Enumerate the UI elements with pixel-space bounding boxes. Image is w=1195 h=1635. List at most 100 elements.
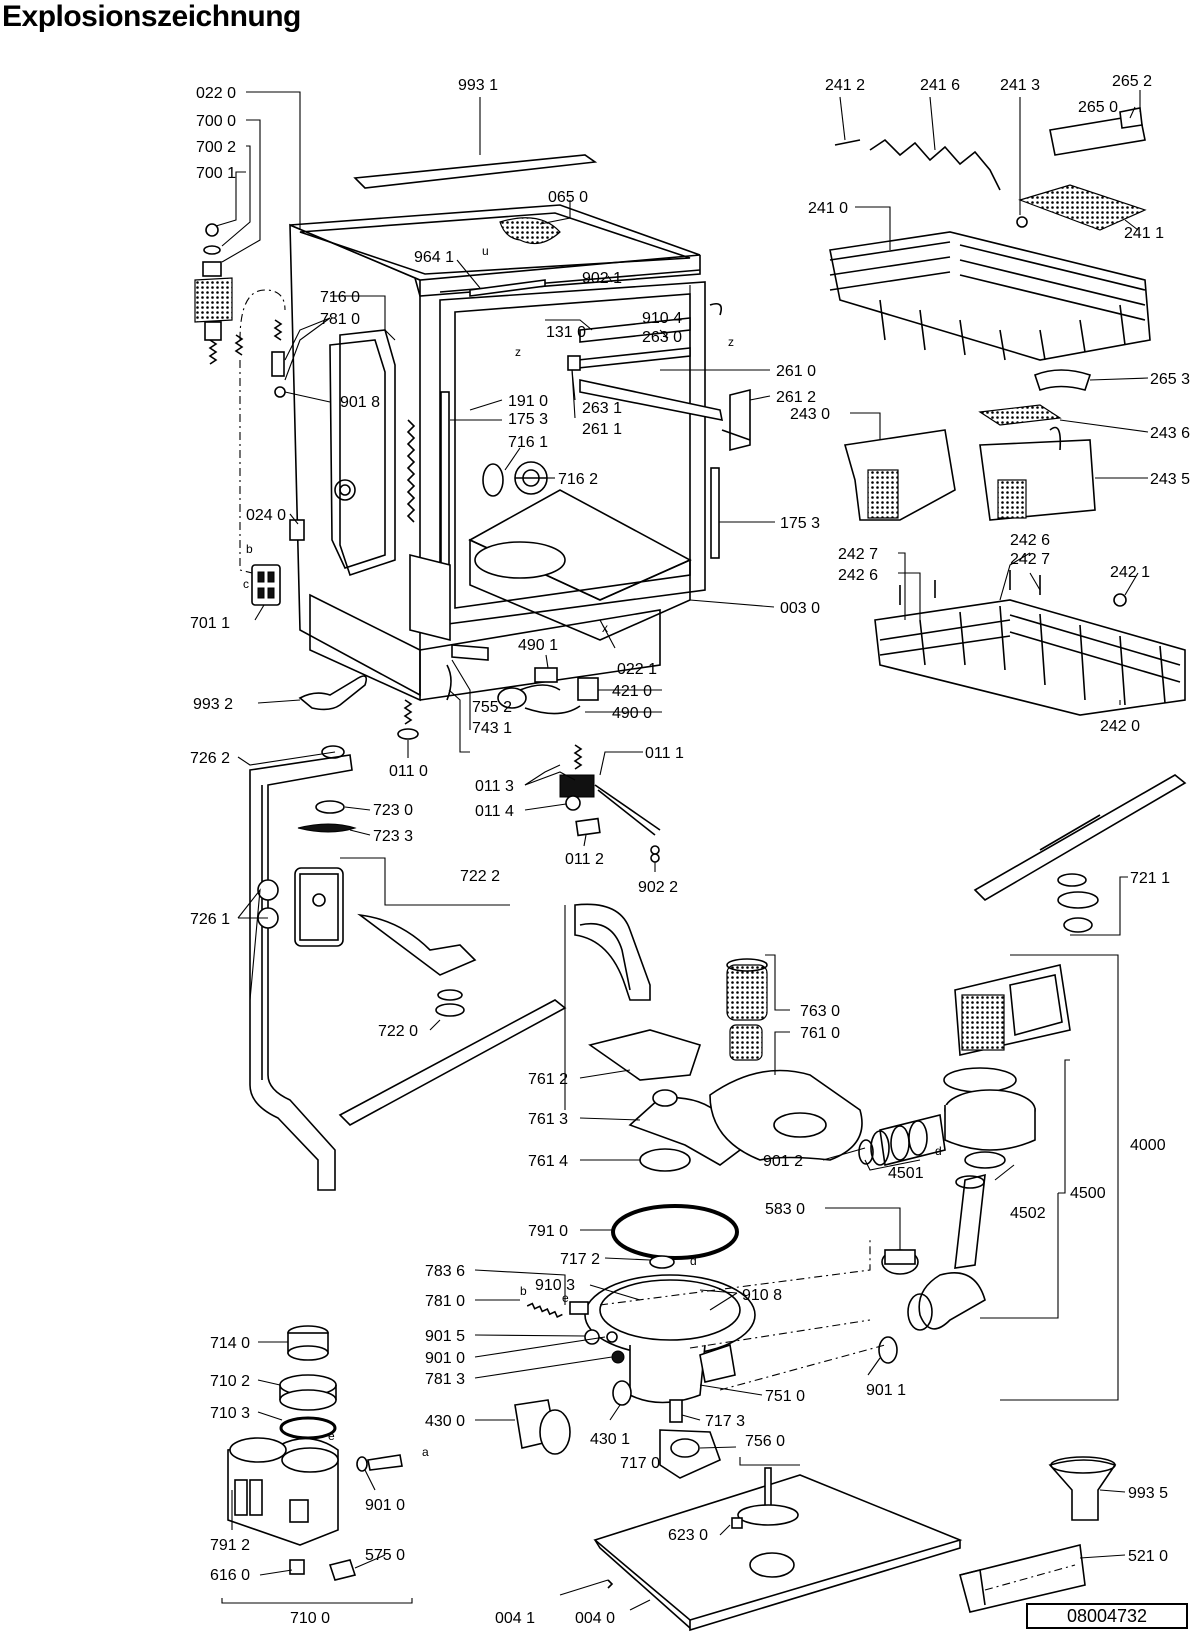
label-723-0: 723 0	[373, 802, 413, 819]
part-labels: 022 0 700 0 700 2 700 1 993 1 065 0 964 …	[190, 73, 1190, 1627]
label-575-0: 575 0	[365, 1547, 405, 1564]
label-4501: 4501	[888, 1165, 924, 1182]
label-761-0: 761 0	[800, 1025, 840, 1042]
label-714-0: 714 0	[210, 1335, 250, 1352]
marker-z-right: z	[728, 335, 734, 349]
label-791-2: 791 2	[210, 1537, 250, 1554]
label-521-0: 521 0	[1128, 1548, 1168, 1565]
label-265-3: 265 3	[1150, 371, 1190, 388]
label-490-0: 490 0	[612, 705, 652, 722]
label-616-0: 616 0	[210, 1567, 250, 1584]
label-243-0: 243 0	[790, 406, 830, 423]
marker-b-top: b	[246, 542, 253, 556]
label-261-1: 261 1	[582, 421, 622, 438]
label-4000: 4000	[1130, 1137, 1166, 1154]
label-004-0: 004 0	[575, 1610, 615, 1627]
control-panel-521-0	[959, 1544, 1086, 1613]
label-583-0: 583 0	[765, 1201, 805, 1218]
label-243-5: 243 5	[1150, 471, 1190, 488]
label-131-0: 131 0	[546, 324, 586, 341]
label-901-0: 901 0	[425, 1350, 465, 1367]
label-910-8: 910 8	[742, 1287, 782, 1304]
hinge-parts	[446, 644, 489, 701]
label-011-4: 011 4	[475, 803, 514, 820]
label-265-2: 265 2	[1112, 73, 1152, 90]
label-716-2: 716 2	[558, 471, 598, 488]
label-024-0: 024 0	[246, 507, 286, 524]
label-421-0: 421 0	[612, 683, 652, 700]
label-003-0: 003 0	[780, 600, 820, 617]
label-022-1: 022 1	[617, 661, 657, 678]
marker-z-left: z	[515, 345, 521, 359]
label-4500: 4500	[1070, 1185, 1106, 1202]
label-490-1: 490 1	[518, 637, 558, 654]
label-700-1: 700 1	[196, 165, 236, 182]
label-910-3: 910 3	[535, 1277, 575, 1294]
label-751-0: 751 0	[765, 1388, 805, 1405]
label-763-0: 763 0	[800, 1003, 840, 1020]
label-910-4: 910 4	[642, 310, 682, 327]
inlet-valve-assembly	[194, 223, 286, 576]
label-781-3: 781 3	[425, 1371, 465, 1388]
label-700-0: 700 0	[196, 113, 236, 130]
lower-basket-242-0	[874, 570, 1186, 716]
upper-basket-241-0	[829, 107, 1151, 521]
label-241-6: 241 6	[920, 77, 960, 94]
label-993-5: 993 5	[1128, 1485, 1168, 1502]
label-902-1: 902 1	[582, 270, 622, 287]
label-902-2: 902 2	[638, 879, 678, 896]
dishwasher-tub	[289, 204, 751, 702]
label-191-0: 191 0	[508, 393, 548, 410]
bracket-701-1	[251, 564, 281, 606]
sump-pump-assembly	[514, 1204, 886, 1479]
top-cover-strip	[353, 154, 598, 189]
label-242-6-a: 242 6	[838, 567, 878, 584]
label-242-6-b: 242 6	[1010, 532, 1050, 549]
leader-lines	[215, 90, 1149, 1611]
marker-c: c	[243, 577, 249, 591]
label-993-2: 993 2	[193, 696, 233, 713]
label-901-2: 901 2	[763, 1153, 803, 1170]
label-263-0: 263 0	[642, 329, 682, 346]
label-717-3: 717 3	[705, 1413, 745, 1430]
label-791-0: 791 0	[528, 1223, 568, 1240]
label-710-2: 710 2	[210, 1373, 250, 1390]
foot-screw-011-0	[397, 699, 419, 740]
page-title: Explosionszeichnung	[2, 0, 301, 33]
label-901-5: 901 5	[425, 1328, 465, 1345]
spray-arm-duct	[249, 745, 567, 1191]
label-022-0: 022 0	[196, 85, 236, 102]
label-901-1: 901 1	[866, 1382, 906, 1399]
marker-u: u	[482, 244, 489, 258]
label-175-3-a: 175 3	[508, 411, 548, 428]
label-756-0: 756 0	[745, 1433, 785, 1450]
base-plate	[593, 1467, 963, 1632]
label-242-0: 242 0	[1100, 718, 1140, 735]
label-726-1: 726 1	[190, 911, 230, 928]
label-242-7-a: 242 7	[838, 546, 878, 563]
marker-a: a	[422, 1445, 429, 1459]
label-964-1: 964 1	[414, 249, 454, 266]
label-004-1: 004 1	[495, 1610, 535, 1627]
label-175-3-b: 175 3	[780, 515, 820, 532]
marker-d-pump: d	[935, 1144, 942, 1158]
label-722-0: 722 0	[378, 1023, 418, 1040]
label-4502: 4502	[1010, 1205, 1046, 1222]
label-761-2: 761 2	[528, 1071, 568, 1088]
label-701-1: 701 1	[190, 615, 230, 632]
label-710-0: 710 0	[290, 1610, 330, 1627]
label-743-1: 743 1	[472, 720, 512, 737]
label-430-1: 430 1	[590, 1431, 630, 1448]
lower-spray-arm-721-1	[973, 774, 1187, 933]
marker-b-heater: b	[520, 1284, 527, 1298]
label-783-6: 783 6	[425, 1263, 465, 1280]
door-switch-assembly	[497, 667, 599, 715]
label-993-1: 993 1	[458, 77, 498, 94]
label-721-1: 721 1	[1130, 870, 1170, 887]
label-243-6: 243 6	[1150, 425, 1190, 442]
label-716-0: 716 0	[320, 289, 360, 306]
label-726-2: 726 2	[190, 750, 230, 767]
label-242-1: 242 1	[1110, 564, 1150, 581]
marker-x: x	[602, 621, 608, 635]
